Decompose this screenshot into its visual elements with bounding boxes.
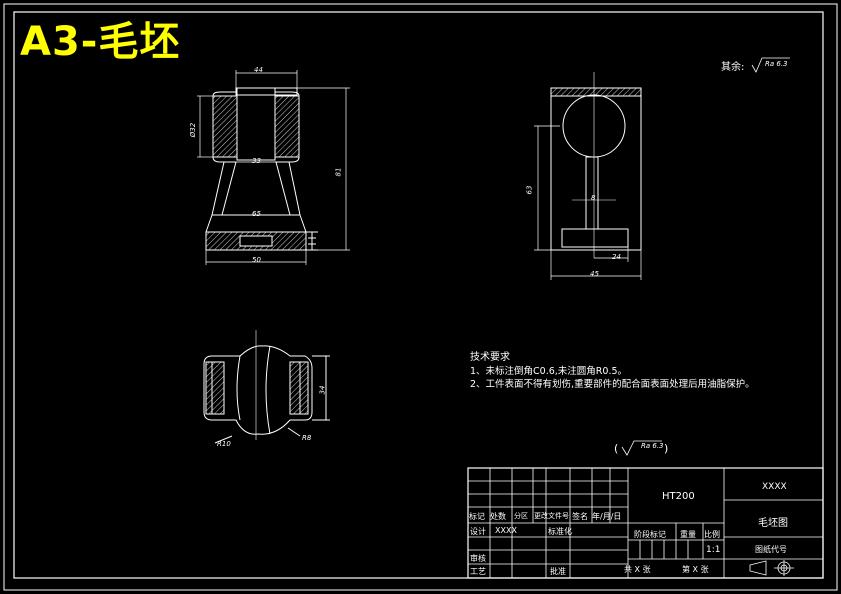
tb-designer-value: XXXX — [495, 526, 517, 535]
bracket-roughness-symbol — [621, 440, 662, 456]
sheet-title: A3-毛坯 — [20, 19, 181, 65]
bracket-close: ) — [664, 442, 669, 455]
tb-sheet-no: 第 X 张 — [682, 565, 709, 574]
tb-hdr-3: 更改文件号 — [534, 512, 569, 520]
tb-material: HT200 — [662, 491, 695, 502]
tb-hdr-0: 标记 — [469, 512, 485, 521]
tb-approve: 批准 — [550, 567, 566, 576]
front-dim-height: 81 — [334, 167, 343, 177]
title-block — [467, 467, 824, 579]
tech-line-1: 1、未标注倒角C0.6,未注圆角R0.5。 — [470, 366, 628, 377]
side-dim-height: 63 — [525, 185, 534, 195]
tb-hdr-1: 处数 — [490, 512, 506, 521]
top-view — [203, 330, 330, 444]
tb-hdr-5: 年/月/日 — [592, 512, 622, 521]
tb-stage-mark: 阶段标记 — [634, 530, 666, 539]
bracket-open: ( — [614, 442, 619, 455]
tb-reviewer: 审核 — [470, 554, 486, 563]
front-dim-base-width: 50 — [252, 256, 261, 264]
side-dim-stem: 8 — [591, 194, 596, 202]
bracket-roughness-value: Ra 6.3 — [641, 442, 664, 450]
tb-part-code: XXXX — [762, 482, 787, 492]
tb-process: 工艺 — [470, 567, 486, 576]
tb-scale-label: 比例 — [704, 530, 720, 539]
tb-designer: 设计 — [470, 527, 486, 536]
front-dim-top-width: 44 — [254, 66, 263, 74]
tech-line-2: 2、工件表面不得有划伤,重要部件的配合面表面处理后用油脂保护。 — [470, 379, 755, 390]
front-dim-neck: 33 — [252, 157, 261, 165]
tb-hdr-2: 分区 — [514, 512, 528, 520]
tb-scale-value: 1:1 — [706, 545, 721, 555]
top-dim-r-right: R8 — [302, 434, 312, 442]
front-dimensions — [197, 70, 350, 265]
front-view — [205, 87, 318, 251]
side-dimensions — [534, 125, 642, 280]
tb-weight: 重量 — [680, 530, 696, 539]
tb-standardized: 标准化 — [548, 527, 572, 536]
side-view — [550, 72, 642, 258]
tb-sheets-total: 共 X 张 — [624, 565, 651, 574]
top-dim-height: 34 — [318, 385, 327, 395]
top-dim-r-left: R10 — [217, 440, 231, 448]
roughness-value: Ra 6.3 — [765, 60, 788, 68]
tech-heading: 技术要求 — [470, 352, 510, 363]
front-dim-base-top: 65 — [252, 210, 261, 218]
tb-part-name: 毛坯图 — [758, 518, 788, 529]
roughness-label: 其余: — [721, 62, 745, 73]
front-dim-diameter: Ø32 — [189, 122, 198, 138]
side-dim-width: 45 — [590, 270, 599, 278]
tb-hdr-4: 签名 — [572, 512, 588, 521]
inner-border — [13, 11, 824, 579]
outer-border — [3, 3, 838, 591]
side-dim-base: 24 — [612, 253, 621, 261]
roughness-symbol — [751, 57, 790, 73]
tb-drawing-code-label: 图纸代号 — [755, 545, 787, 554]
